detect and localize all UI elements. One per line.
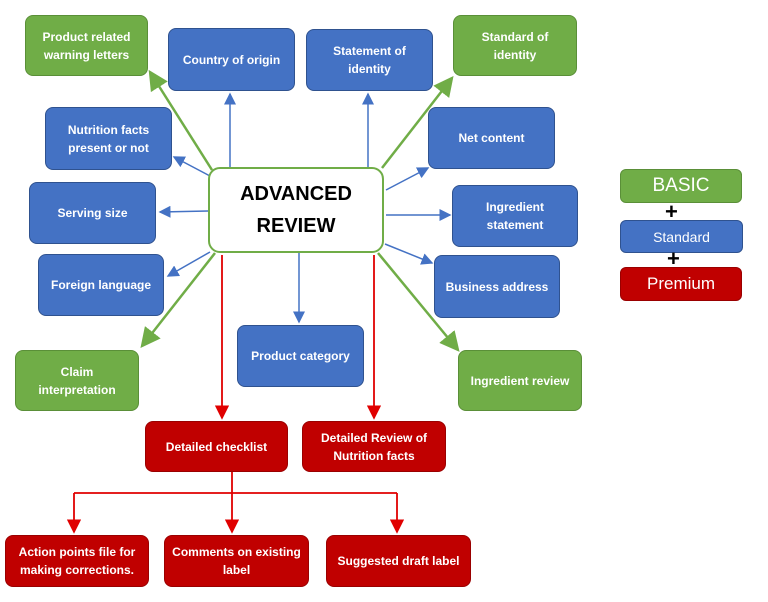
center-line2: REVIEW (256, 215, 336, 237)
ingredient-statement-box: Ingredient statement (452, 185, 578, 247)
standard-of-identity-label: Standard of identity (481, 29, 549, 62)
warning-letters-box: Product related warning letters (25, 15, 148, 76)
arrow-to-ingredient-review (377, 252, 460, 352)
arrow-to-foreign-language (166, 251, 211, 277)
legend-standard-label: Standard (653, 228, 710, 245)
legend-premium: Premium (620, 267, 742, 301)
warning-letters-label: Product related warning letters (42, 29, 131, 62)
suggested-draft-label-box: Suggested draft label (326, 535, 471, 587)
comments-existing-label-box: Comments on existing label (164, 535, 309, 587)
serving-size-label: Serving size (57, 206, 128, 220)
arrow-to-claim-interpretation (140, 252, 216, 348)
legend-basic: BASIC (620, 169, 742, 203)
center-line1: ADVANCED (240, 183, 352, 205)
arrow-to-net-content (385, 167, 430, 191)
ingredient-statement-label: Ingredient statement (485, 200, 544, 232)
product-category-label: Product category (251, 349, 350, 363)
arrow-to-nutrition-facts-present (172, 156, 211, 177)
legend-plus-icon-2: + (667, 246, 680, 271)
nutrition-facts-present-label: Nutrition facts present or not (67, 122, 150, 155)
arrow-to-standard-of-identity (381, 76, 454, 169)
legend-plus-icon-1: + (665, 199, 678, 224)
detailed-checklist-box: Detailed checklist (145, 421, 288, 472)
statement-of-identity-box: Statement of identity (306, 29, 433, 91)
legend-basic-label: BASIC (652, 175, 710, 196)
serving-size-box: Serving size (29, 182, 156, 244)
foreign-language-label: Foreign language (50, 278, 151, 292)
arrow-to-business-address (384, 243, 434, 265)
legend-standard: Standard (620, 220, 743, 253)
net-content-label: Net content (458, 131, 525, 145)
detailed-review-nutrition-label: Detailed Review of Nutrition facts (320, 430, 428, 463)
arrow-to-warning-letters (148, 69, 214, 171)
net-content-box: Net content (428, 107, 555, 169)
ingredient-review-label: Ingredient review (470, 373, 570, 388)
foreign-language-box: Foreign language (38, 254, 164, 316)
business-address-box: Business address (434, 255, 560, 318)
advanced-review-center: ADVANCED REVIEW (208, 167, 384, 253)
business-address-label: Business address (445, 279, 549, 294)
arrow-to-serving-size (158, 205, 209, 218)
claim-interpretation-box: Claim interpretation (15, 350, 139, 411)
country-of-origin-label: Country of origin (182, 52, 281, 67)
claim-interpretation-label: Claim interpretation (38, 364, 116, 397)
country-of-origin-box: Country of origin (168, 28, 295, 91)
standard-of-identity-box: Standard of identity (453, 15, 577, 76)
detailed-checklist-label: Detailed checklist (165, 439, 268, 454)
detailed-review-nutrition-box: Detailed Review of Nutrition facts (302, 421, 446, 472)
statement-of-identity-label: Statement of identity (333, 44, 406, 76)
suggested-draft-label-label: Suggested draft label (337, 554, 460, 568)
action-points-label: Action points file for making correction… (18, 545, 136, 577)
action-points-box: Action points file for making correction… (5, 535, 149, 587)
product-category-box: Product category (237, 325, 364, 387)
legend-premium-label: Premium (646, 274, 715, 293)
comments-existing-label-label: Comments on existing label (172, 545, 301, 577)
nutrition-facts-present-box: Nutrition facts present or not (45, 107, 172, 170)
ingredient-review-box: Ingredient review (458, 350, 582, 411)
